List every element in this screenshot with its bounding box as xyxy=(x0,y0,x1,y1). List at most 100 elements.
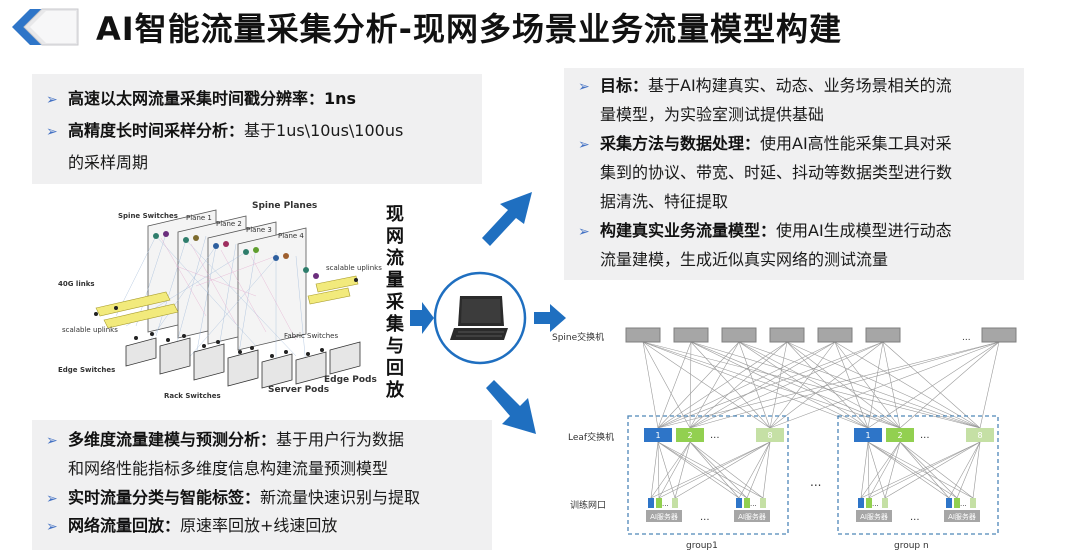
ai-server-box xyxy=(646,510,682,522)
top-right-bullet-item: ➢采集方法与数据处理：使用AI高性能采集工具对采 xyxy=(578,130,952,159)
flow-arrow-icon xyxy=(410,302,434,334)
rack-switch-boxes xyxy=(125,337,361,389)
spine-ellipsis: ... xyxy=(962,333,971,343)
vertical-label: 现网流量采集与回放 xyxy=(382,204,408,402)
bullet-arrow-icon: ➢ xyxy=(46,491,58,507)
leaf-switch-box xyxy=(886,428,914,442)
logo-chevron-icon xyxy=(12,8,79,46)
nic-port xyxy=(672,498,678,508)
group1-box xyxy=(627,415,789,535)
top-right-bullet-item: ➢目标：基于AI构建真实、动态、业务场景相关的流 xyxy=(578,72,952,101)
top-left-panel xyxy=(32,74,482,184)
spine-plane-fabric-diagram: Spine Planes Spine Switches 40G links sc… xyxy=(58,201,382,400)
spine-switch-box xyxy=(981,327,1017,343)
nic-ellipsis: ... xyxy=(872,500,879,508)
edge-switch-bars xyxy=(95,275,359,329)
top-right-continuation: 集到的协议、带宽、时延、抖动等数据类型进行数 xyxy=(600,163,953,182)
ai-server-label: AI服务器 xyxy=(948,512,976,521)
nic-port xyxy=(744,498,750,508)
spine-switch-box xyxy=(673,327,709,343)
top-right-continuation: 量模型，为实验室测试提供基础 xyxy=(600,105,825,124)
bullet-arrow-icon: ➢ xyxy=(46,92,58,108)
vertical-label-char: 现 xyxy=(386,204,404,225)
bottom-left-panel xyxy=(32,420,492,550)
ai-server-box xyxy=(856,510,892,522)
ai-server-label: AI服务器 xyxy=(650,512,678,521)
bullet-arrow-icon: ➢ xyxy=(46,519,58,535)
spine-switch-box xyxy=(865,327,901,343)
plane-3-label: Plane 3 xyxy=(246,226,272,234)
ai-server-box xyxy=(734,510,770,522)
ai-server-box xyxy=(944,510,980,522)
top-left-item-2: ➢高精度长时间采样分析：基于1us\10us\100us xyxy=(46,117,403,146)
leaf-label: Leaf交换机 xyxy=(568,431,614,443)
nic-ellipsis: ... xyxy=(750,500,757,508)
bullet-arrow-icon: ➢ xyxy=(578,137,590,153)
top-right-bullet-item: ➢构建真实业务流量模型：使用AI生成模型进行动态 xyxy=(578,217,952,246)
group1-label: group1 xyxy=(686,541,718,551)
leaf-switch-number: 8 xyxy=(767,431,772,440)
leaf-switch-number: 2 xyxy=(687,431,692,440)
train-port-label: 训练网口 xyxy=(570,499,606,511)
vertical-label-char: 集 xyxy=(386,314,404,335)
nic-port xyxy=(882,498,888,508)
spine-switch-box xyxy=(625,327,661,343)
page-title: AI智能流量采集分析-现网多场景业务流量模型构建 xyxy=(96,10,842,48)
leaf-switch-box xyxy=(676,428,704,442)
nic-port xyxy=(866,498,872,508)
nic-port xyxy=(946,498,952,508)
leaf-spine-network-diagram: ... Spine交换机 Leaf交换机 训练网口 1 2 8...... AI服务器… xyxy=(552,327,1017,551)
spine-switches-label: Spine Switches xyxy=(118,212,178,220)
vertical-label-char: 放 xyxy=(386,380,404,401)
vertical-label-char: 流 xyxy=(386,248,404,269)
spine-switch-box xyxy=(817,327,853,343)
plane-2-label: Plane 2 xyxy=(216,220,242,228)
nic-port xyxy=(656,498,662,508)
vertical-label-char: 量 xyxy=(386,270,404,291)
nic-ellipsis: ... xyxy=(662,500,669,508)
bullet-arrow-icon: ➢ xyxy=(46,433,58,449)
nic-port xyxy=(648,498,654,508)
leaf-switch-box xyxy=(966,428,994,442)
plane-4-label: Plane 4 xyxy=(278,232,304,240)
spine-label: Spine交换机 xyxy=(552,331,604,343)
bullet-arrow-icon: ➢ xyxy=(578,224,590,240)
leaf-switch-box xyxy=(644,428,672,442)
nic-port xyxy=(760,498,766,508)
ai-server-label: AI服务器 xyxy=(860,512,888,521)
bottom-left-bullet-item: ➢实时流量分类与智能标签：新流量快速识别与提取 xyxy=(46,484,420,513)
leaf-switch-number: 1 xyxy=(655,431,660,440)
bottom-left-bullet-item: ➢网络流量回放：原速率回放+线速回放 xyxy=(46,512,337,541)
vertical-label-char: 回 xyxy=(386,358,404,379)
flow-arrow-icon xyxy=(482,192,532,246)
server-ellipsis: ... xyxy=(910,512,920,523)
rack-switches-label: Rack Switches xyxy=(164,392,221,400)
plane-1-label: Plane 1 xyxy=(186,214,212,222)
laptop-icon xyxy=(433,271,527,365)
nic-port xyxy=(736,498,742,508)
nic-port xyxy=(970,498,976,508)
bullet-arrow-icon: ➢ xyxy=(578,79,590,95)
top-right-continuation: 流量建模，生成近似真实网络的测试流量 xyxy=(600,250,889,269)
scalable-uplinks-right-label: scalable uplinks xyxy=(326,264,382,272)
groupn-label: group n xyxy=(894,541,929,551)
groupn-box xyxy=(837,415,999,535)
server-ellipsis: ... xyxy=(700,512,710,523)
bottom-left-bullet-item: ➢多维度流量建模与预测分析：基于用户行为数据 xyxy=(46,426,404,455)
spine-switch-dots xyxy=(153,231,319,279)
edge-pods-label: Edge Pods xyxy=(324,375,377,385)
spine-planes-label: Spine Planes xyxy=(252,201,317,211)
edge-switches-label: Edge Switches xyxy=(58,366,115,374)
vertical-label-char: 与 xyxy=(386,336,404,357)
bullet-arrow-icon: ➢ xyxy=(46,124,58,140)
scalable-uplinks-left-label: scalable uplinks xyxy=(62,326,118,334)
top-left-item-1: ➢高速以太网流量采集时间戳分辨率：1ns xyxy=(46,85,356,114)
flow-arrow-icon xyxy=(486,380,536,434)
bottom-left-continuation: 和网络性能指标多维度信息构建流量预测模型 xyxy=(68,459,389,478)
leaf-switch-number: 1 xyxy=(865,431,870,440)
leaf-switch-box xyxy=(756,428,784,442)
spine-switch-box xyxy=(769,327,805,343)
leaf-ellipsis: ... xyxy=(920,430,930,441)
spine-planes xyxy=(147,209,307,351)
leaf-switch-number: 2 xyxy=(897,431,902,440)
